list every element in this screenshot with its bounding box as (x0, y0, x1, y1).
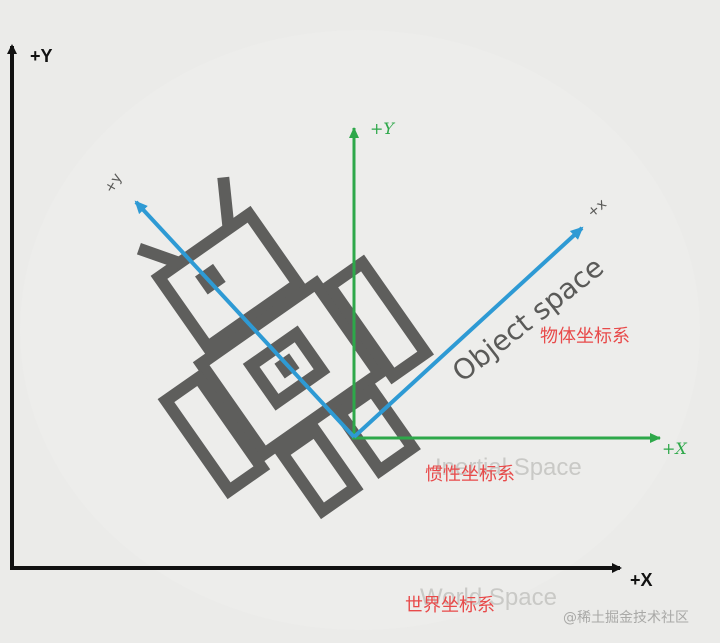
inertial-y-label: +Y (370, 119, 395, 138)
robot-right-arm (321, 254, 435, 385)
object-space-name: 物体坐标系 (540, 326, 630, 347)
watermark-text: @稀土掘金技术社区 (563, 610, 689, 626)
robot-left-leg (273, 422, 364, 520)
world-space-name: 世界坐标系 (405, 595, 495, 616)
robot-antenna (136, 243, 182, 269)
world-y-label: +Y (30, 46, 53, 66)
robot-figure (136, 176, 435, 520)
inertial-x-label: +X (662, 439, 687, 458)
robot-antenna (217, 176, 235, 230)
robot-body (192, 275, 388, 463)
inertial-space-name: 惯性坐标系 (425, 464, 515, 485)
robot-head (150, 205, 307, 356)
robot-right-leg (331, 382, 421, 480)
world-faint-caption: World Space (420, 584, 557, 611)
world-x-label: +X (630, 570, 653, 590)
robot-left-arm (157, 369, 271, 500)
object-x-axis (352, 226, 584, 439)
inertial-faint-caption: Inertial Space (435, 454, 582, 481)
object-y-axis (134, 200, 356, 439)
